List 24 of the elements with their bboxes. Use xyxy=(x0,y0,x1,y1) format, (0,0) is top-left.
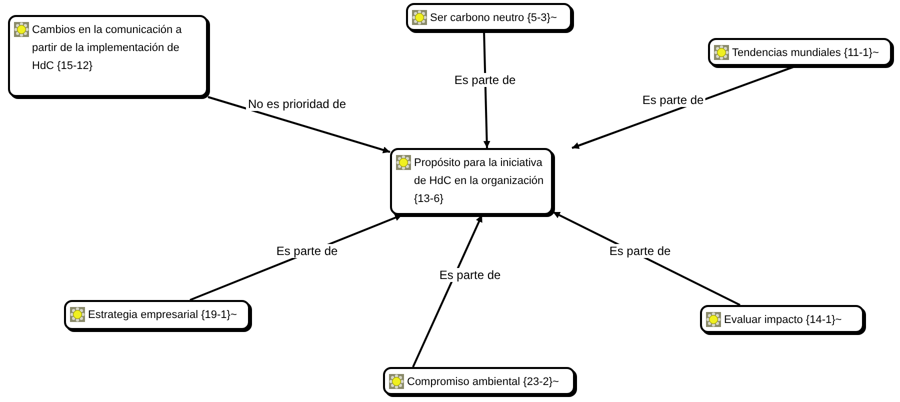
concept-box xyxy=(8,15,208,97)
arrow xyxy=(483,30,490,148)
arrow xyxy=(552,211,740,306)
concept-box xyxy=(406,3,572,31)
concept-label: Evaluar impacto {14-1}~ xyxy=(724,313,842,328)
edge-label: Es parte de xyxy=(607,244,673,258)
arrow xyxy=(412,214,483,368)
concept-box xyxy=(383,367,575,395)
edge-label: Es parte de xyxy=(640,93,706,107)
concept-label: Propósito para la iniciativa de HdC en la organización {13-6} xyxy=(414,156,545,207)
concept-label: Tendencias mundiales {11-1}~ xyxy=(732,46,879,61)
edge-label: Es parte de xyxy=(274,244,340,258)
concept-box xyxy=(390,148,553,215)
concept-box xyxy=(64,300,250,330)
concept-label: Ser carbono neutro {5-3}~ xyxy=(430,11,557,26)
edge-label: No es prioridad de xyxy=(246,97,348,111)
edge-label: Es parte de xyxy=(452,73,518,87)
concept-label: Estrategia empresarial {19-1}~ xyxy=(88,308,237,323)
arrow xyxy=(208,96,390,154)
concept-label: Cambios en la comunicación a partir de la implementación de HdC {15-12} xyxy=(32,23,182,74)
concept-label: Compromiso ambiental {23-2}~ xyxy=(407,375,559,390)
concept-box xyxy=(708,38,892,66)
concept-box xyxy=(700,305,864,333)
edge-label: Es parte de xyxy=(437,268,503,282)
